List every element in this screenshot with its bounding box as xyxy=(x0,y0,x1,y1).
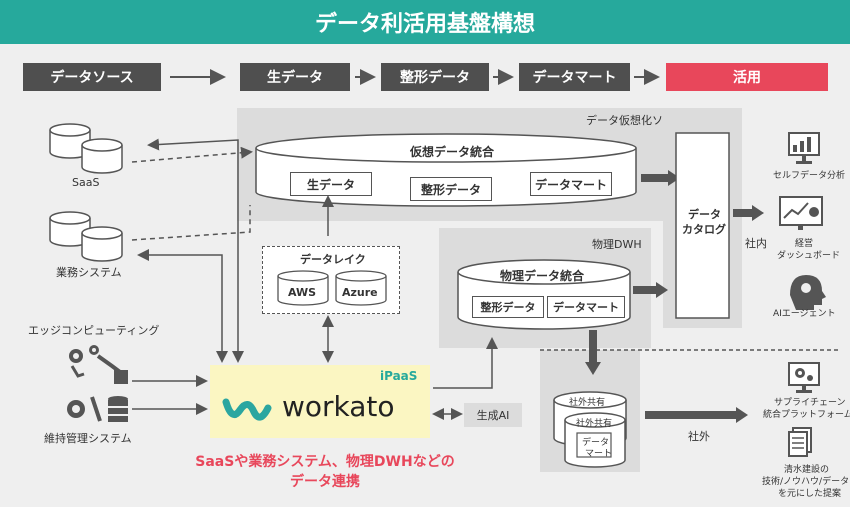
edge-computing-icon xyxy=(69,345,128,384)
workato-brand: workato xyxy=(282,390,395,423)
data-lake-title: データレイク xyxy=(300,253,366,266)
page-title: データ利活用基盤構想 xyxy=(0,0,850,44)
supply-chain-label-line1: サプライチェーン xyxy=(774,398,846,408)
business-database-icon xyxy=(49,211,123,262)
dwh-integration-label: 物理データ統合 xyxy=(500,269,585,283)
self-analysis-label: セルフデータ分析 xyxy=(773,171,846,181)
virtual-integration-label: 仮想データ統合 xyxy=(410,145,495,159)
saas-label: SaaS xyxy=(72,176,100,189)
business-system-label: 業務システム xyxy=(56,266,122,279)
ipaas-badge: iPaaS xyxy=(380,369,418,383)
flow-data-source: データソース xyxy=(23,63,161,91)
workato-logo-icon xyxy=(222,398,272,421)
supply-chain-icon xyxy=(788,362,820,393)
gen-ai-box: 生成AI xyxy=(464,403,522,427)
catalog-label-line1: データ xyxy=(688,208,721,221)
external-mart-label-line2: マート xyxy=(585,449,613,459)
aws-label: AWS xyxy=(288,286,317,299)
flow-formatted-data: 整形データ xyxy=(381,63,489,91)
maintenance-system-label: 維持管理システム xyxy=(44,432,132,445)
azure-label: Azure xyxy=(342,286,378,299)
supply-chain-label-line2: 統合プラットフォーム xyxy=(763,410,850,420)
dwh-data-mart-box: データマート xyxy=(547,296,625,318)
proposal-label-line1: 清水建設の xyxy=(784,465,830,475)
catalog-label-line2: カタログ xyxy=(682,223,726,236)
data-lake-cylinders xyxy=(277,270,387,306)
edge-computing-label: エッジコンピューティング xyxy=(28,324,160,337)
self-analysis-icon xyxy=(788,132,820,164)
saas-database-icon xyxy=(49,123,123,174)
dashboard-label-line1: 経営 xyxy=(795,239,814,249)
integration-note-line2: データ連携 xyxy=(290,474,360,490)
ai-agent-label: AIエージェント xyxy=(773,309,836,319)
flow-raw-data: 生データ xyxy=(240,63,350,91)
dashboard-icon xyxy=(779,196,823,230)
flow-utilization: 活用 xyxy=(666,63,828,91)
virtual-raw-data-box: 生データ xyxy=(290,172,372,196)
internal-label: 社内 xyxy=(745,237,767,250)
flow-data-mart: データマート xyxy=(519,63,630,91)
external-shared-label-1: 社外共有 xyxy=(569,398,606,408)
dwh-panel-label: 物理DWH xyxy=(592,238,642,251)
external-label: 社外 xyxy=(688,430,710,443)
maintenance-icon xyxy=(67,396,128,422)
proposal-document-icon xyxy=(788,427,812,457)
proposal-label-line3: を元にした提案 xyxy=(778,489,842,499)
external-shared-label-2: 社外共有 xyxy=(576,419,613,429)
dashboard-label-line2: ダッシュボード xyxy=(777,251,841,261)
ai-agent-icon xyxy=(790,275,826,310)
virtual-formatted-data-box: 整形データ xyxy=(410,177,492,201)
proposal-label-line2: 技術/ノウハウ/データ xyxy=(762,477,850,487)
dwh-formatted-data-box: 整形データ xyxy=(472,296,544,318)
virtual-data-mart-box: データマート xyxy=(530,172,612,196)
integration-note-line1: SaaSや業務システム、物理DWHなどの xyxy=(195,454,455,470)
external-mart-label-line1: データ xyxy=(582,438,610,448)
